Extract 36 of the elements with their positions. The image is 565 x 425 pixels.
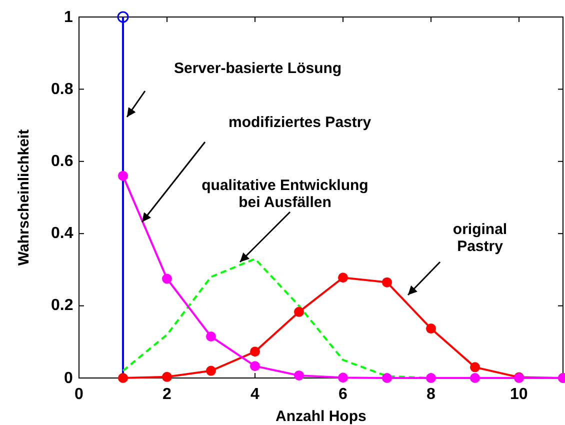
y-tick-label: 0.2 — [51, 297, 74, 314]
x-axis-label: Anzahl Hops — [276, 408, 366, 424]
point — [162, 372, 172, 382]
point — [250, 361, 260, 372]
y-tick-label: 0 — [64, 370, 73, 386]
point — [118, 170, 128, 181]
point — [426, 373, 436, 383]
point — [206, 366, 216, 376]
point — [470, 362, 480, 372]
point — [250, 346, 260, 357]
y-tick-label: 1 — [64, 8, 73, 26]
point — [338, 272, 348, 283]
y-tick-label: 0.4 — [51, 225, 74, 242]
point — [206, 331, 216, 342]
x-tick-label: 6 — [338, 386, 348, 402]
y-tick-label: 0.8 — [51, 80, 74, 98]
annotation-text: modifiziertes Pastry — [228, 114, 372, 130]
point — [162, 274, 172, 284]
point — [426, 324, 436, 334]
x-tick-label: 2 — [162, 386, 172, 402]
y-tick-label: 0.6 — [51, 152, 74, 170]
point — [470, 373, 480, 383]
point — [382, 277, 392, 288]
point — [294, 370, 304, 380]
x-tick-label: 0 — [74, 386, 84, 402]
x-tick-label: 10 — [510, 386, 528, 402]
annotation-text: qualitative Entwicklung bei Ausfällen — [200, 177, 370, 211]
y-axis-label: Wahrscheinlichkeit — [16, 129, 33, 266]
point — [338, 372, 348, 383]
x-tick-label: 4 — [250, 386, 260, 402]
point — [118, 373, 128, 383]
point — [294, 306, 304, 317]
x-tick-label: 8 — [426, 386, 436, 402]
annotation-text: original Pastry — [452, 221, 508, 255]
point — [382, 373, 392, 383]
annotation-text: Server-basierte Lösung — [174, 60, 342, 76]
